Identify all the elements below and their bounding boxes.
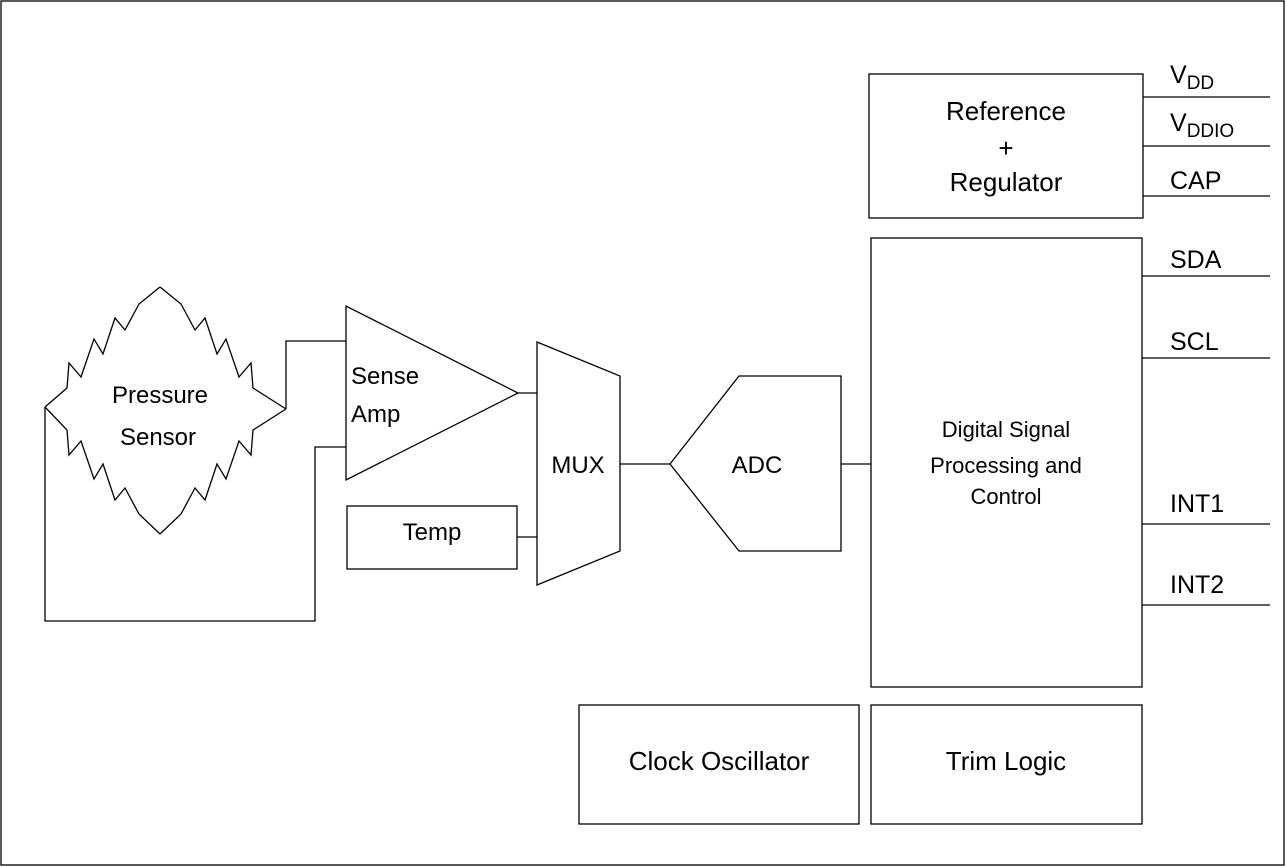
mux-label: MUX [551, 452, 604, 479]
adc-block: ADC [669, 375, 842, 552]
dsp-label-2: Processing and [930, 453, 1082, 478]
interface-pins: SDA SCL INT1 INT2 [1142, 246, 1270, 606]
temp-label: Temp [403, 519, 462, 546]
dsp-label-3: Control [971, 484, 1042, 509]
plus-label: + [998, 133, 1013, 163]
mux-shape [536, 341, 621, 586]
power-pins: VDD VDDIO CAP [1143, 61, 1270, 197]
pressure-sensor-label-2: Sensor [120, 424, 196, 451]
wire-sensor-to-amp-plus [285, 340, 346, 409]
dsp-box [870, 237, 1143, 688]
regulator-label: Regulator [950, 167, 1063, 197]
vdd-pin-label: VDD [1170, 61, 1214, 94]
sda-pin-label: SDA [1170, 246, 1222, 274]
temp-box [346, 505, 518, 570]
vddio-pin-label: VDDIO [1170, 109, 1234, 142]
sense-amp-label-2: Amp [351, 401, 400, 428]
cap-pin-label: CAP [1170, 167, 1221, 195]
sense-amp-label-1: Sense [351, 363, 419, 390]
sense-amp: Sense Amp [345, 304, 520, 482]
reference-regulator-block: Reference + Regulator [868, 73, 1144, 219]
adc-label: ADC [732, 452, 783, 479]
bridge-resistor-top-left [44, 286, 161, 408]
dsp-label-1: Digital Signal [942, 417, 1070, 442]
bridge-resistor-top-right [159, 286, 287, 410]
scl-pin-label: SCL [1170, 328, 1219, 356]
reference-label: Reference [946, 96, 1066, 126]
trim-logic-block: Trim Logic [870, 704, 1143, 825]
reference-regulator-box [868, 73, 1144, 219]
temp-block: Temp [346, 505, 518, 570]
wire-sensor-to-amp-minus [44, 407, 346, 622]
bridge-resistor-bottom-right [159, 408, 287, 535]
clock-oscillator-label: Clock Oscillator [629, 746, 810, 776]
clock-oscillator-box [578, 704, 860, 825]
vddio-pin-sub: DDIO [1187, 121, 1235, 142]
clock-oscillator-block: Clock Oscillator [578, 704, 860, 825]
pressure-sensor-label-1: Pressure [112, 382, 208, 409]
int2-pin-label: INT2 [1170, 571, 1224, 599]
vddio-pin-main: V [1170, 109, 1187, 137]
sense-amp-triangle [345, 304, 520, 482]
mux-block: MUX [536, 341, 621, 586]
vdd-pin-main: V [1170, 61, 1187, 89]
trim-logic-box [870, 704, 1143, 825]
bridge-resistor-bottom-left [44, 406, 161, 535]
trim-logic-label: Trim Logic [946, 746, 1066, 776]
pressure-sensor: Pressure Sensor [44, 286, 287, 535]
dsp-block: Digital Signal Processing and Control [870, 237, 1143, 688]
vdd-pin-sub: DD [1187, 73, 1214, 94]
int1-pin-label: INT1 [1170, 490, 1224, 518]
